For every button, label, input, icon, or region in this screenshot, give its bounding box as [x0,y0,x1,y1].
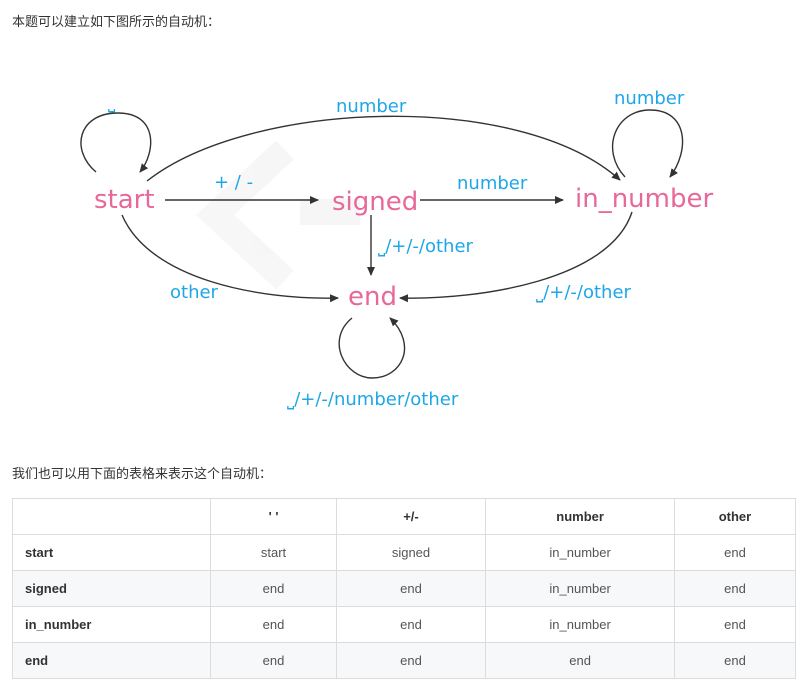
table-row: start start signed in_number end [11,534,797,571]
table-cell: signed [335,534,487,571]
node-end: end [348,282,397,312]
header-cell: number [485,498,675,535]
edge-in_number-to-end [399,211,633,303]
table-cell: end [673,570,797,607]
label-signed-to-in_number: number [457,173,528,194]
label-start-to-signed: + / - [214,172,253,193]
label-start-to-in_number: number [336,96,407,117]
node-signed: signed [332,187,418,217]
label-start-to-end: other [170,282,219,303]
automaton-diagram: start signed in_number end ⎵ number numb… [80,88,713,410]
node-in_number: in_number [575,184,713,214]
table-cell: start [210,534,337,571]
transition-table: ' ' +/- number other start start signed … [11,498,797,679]
row-header-cell: end [11,642,212,679]
table-row: signed end end in_number end [11,570,797,607]
row-header-cell: in_number [11,606,212,643]
edge-end-loop [338,317,406,379]
table-cell: end [210,570,337,607]
intro-text: 本题可以建立如下图所示的自动机： [12,15,221,30]
table-cell: end [210,642,337,679]
label-in_number-loop: number [614,88,685,109]
edge-in_number-loop [611,109,684,178]
edge-start-to-end [121,214,339,303]
watermark-logo [195,140,360,290]
table-cell: end [335,606,487,643]
edge-start-to-in_number [146,115,621,182]
table-cell: end [673,606,797,643]
row-header-cell: start [11,534,212,571]
table-cell: end [673,534,797,571]
edge-start-loop [80,112,152,173]
table-cell: in_number [485,606,675,643]
table-cell: end [673,642,797,679]
row-header-cell: signed [11,570,212,607]
label-in_number-to-end: ⎵/+/-/other [536,282,632,303]
table-cell: in_number [485,534,675,571]
table-row: in_number end end in_number end [11,606,797,643]
table-cell: end [335,642,487,679]
label-start-loop: ⎵ [108,92,116,113]
header-cell: +/- [335,498,487,535]
table-intro-text: 我们也可以用下面的表格来表示这个自动机： [12,467,273,482]
table-cell: end [335,570,487,607]
table-cell: end [485,642,675,679]
label-signed-to-end: ⎵/+/-/other [378,236,474,257]
header-cell: ' ' [210,498,337,535]
table-header-row: ' ' +/- number other [11,498,797,535]
table-cell: in_number [485,570,675,607]
node-start: start [94,185,155,215]
table-row: end end end end end [11,642,797,679]
header-cell [11,498,212,535]
label-end-loop: ⎵/+/-/number/other [287,389,459,410]
header-cell: other [673,498,797,535]
table-cell: end [210,606,337,643]
